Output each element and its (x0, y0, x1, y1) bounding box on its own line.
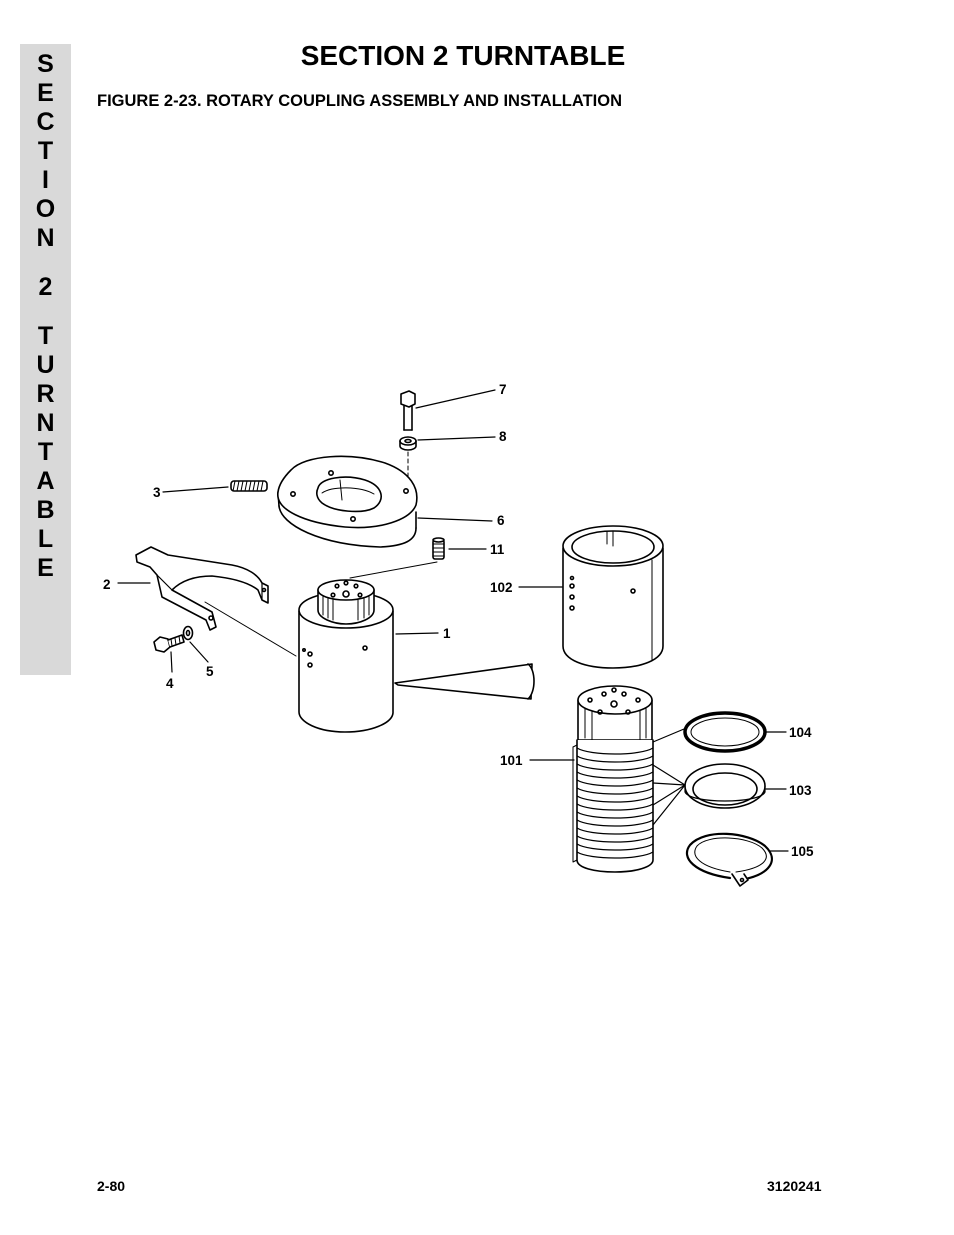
callout-1: 1 (443, 626, 451, 641)
side-letter: T (37, 322, 54, 350)
callout-7: 7 (499, 382, 507, 397)
callout-2: 2 (103, 577, 111, 592)
side-letter: R (36, 380, 55, 408)
side-letter: N (36, 409, 55, 437)
side-letter: U (36, 351, 55, 379)
side-section-number: 2 (38, 273, 53, 301)
callout-101: 101 (500, 753, 523, 768)
seal-ring-103 (684, 763, 766, 809)
document-number: 3120241 (767, 1178, 822, 1194)
callout-4: 4 (166, 676, 174, 691)
page-title-text: SECTION 2 TURNTABLE (300, 40, 626, 71)
bolt-4 (153, 634, 185, 653)
callout-102: 102 (490, 580, 513, 595)
callout-103: 103 (789, 783, 812, 798)
callout-8: 8 (499, 429, 507, 444)
side-letter: T (37, 438, 54, 466)
housing-1 (298, 579, 394, 733)
side-letter: S (37, 50, 54, 78)
hose-connection (394, 663, 535, 700)
side-letter: O (35, 195, 56, 223)
callout-11: 11 (490, 542, 505, 557)
side-letter: E (37, 554, 54, 582)
figure-caption: FIGURE 2-23. ROTARY COUPLING ASSEMBLY AN… (97, 92, 622, 110)
side-letter: A (36, 467, 55, 495)
callout-105: 105 (791, 844, 814, 859)
o-ring-104 (683, 711, 767, 753)
callout-104: 104 (789, 725, 812, 740)
mounting-plate-6 (277, 455, 418, 548)
sleeve-102 (562, 525, 664, 669)
fitting-11 (432, 537, 445, 560)
side-letter: N (36, 224, 55, 252)
page-number: 2-80 (97, 1178, 126, 1194)
washer-5 (182, 625, 194, 641)
callout-5: 5 (206, 664, 214, 679)
side-letter: E (37, 79, 54, 107)
retaining-ring-105 (685, 832, 773, 887)
bolt-7 (400, 390, 416, 431)
callout-3: 3 (153, 485, 161, 500)
side-letter: L (37, 525, 54, 553)
section-side-label: S E C T I O N 2 T U R N T A B L E (20, 50, 71, 583)
side-letter: T (37, 137, 54, 165)
callout-6: 6 (497, 513, 505, 528)
bracket-2 (135, 546, 269, 631)
setscrew-3 (230, 480, 268, 492)
side-letter: B (36, 496, 55, 524)
side-letter: I (42, 166, 49, 194)
coupling-body-101 (572, 685, 654, 873)
page-title: SECTION 2 TURNTABLE (0, 40, 954, 72)
side-letter: C (36, 108, 55, 136)
washer-8 (399, 436, 417, 451)
section-side-tab (20, 44, 71, 675)
